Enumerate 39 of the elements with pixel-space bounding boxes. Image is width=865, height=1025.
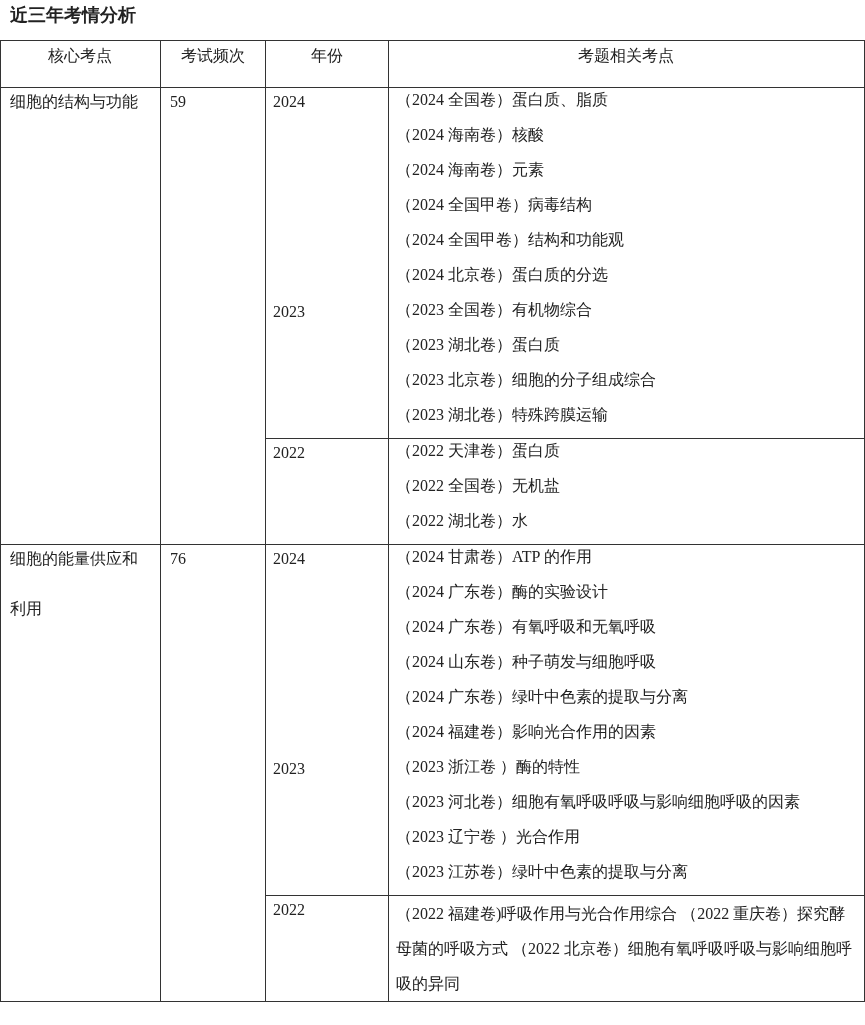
frequency-number: 76	[170, 549, 186, 569]
exam-topic-text: （2024 广东卷）有氧呼吸和无氧呼吸	[396, 617, 656, 637]
exam-topic-text: （2023 北京卷）细胞的分子组成综合	[396, 370, 656, 390]
exam-topic-text: （2024 广东卷）绿叶中色素的提取与分离	[396, 687, 688, 707]
exam-topic-text: （2023 辽宁卷 ）光合作用	[396, 827, 580, 847]
exam-topic-text: （2022 湖北卷）水	[396, 511, 528, 531]
year-text: 2022	[273, 443, 305, 463]
exam-topic-text: （2024 北京卷）蛋白质的分选	[396, 265, 608, 285]
year-text: 2022	[273, 900, 305, 920]
year-text: 2024	[273, 549, 305, 569]
exam-topic-text: （2024 海南卷）元素	[396, 160, 544, 180]
exam-topic-text: （2022 全国卷）无机盐	[396, 476, 560, 496]
table-title: 近三年考情分析	[10, 4, 136, 26]
exam-topic-text: （2023 湖北卷）蛋白质	[396, 335, 560, 355]
exam-topic-text: （2023 江苏卷）绿叶中色素的提取与分离	[396, 862, 688, 882]
exam-topic-text: （2024 全国甲卷）病毒结构	[396, 195, 592, 215]
exam-topic-text: （2023 全国卷）有机物综合	[396, 300, 592, 320]
frequency-number: 59	[170, 92, 186, 112]
year-text: 2023	[273, 759, 305, 779]
year-text: 2024	[273, 92, 305, 112]
exam-topic-text: （2024 全国卷）蛋白质、脂质	[396, 90, 608, 110]
exam-topic-text: （2024 海南卷）核酸	[396, 125, 544, 145]
topic-text: 细胞的结构与功能	[10, 92, 139, 112]
exam-topic-text: （2024 甘肃卷）ATP 的作用	[396, 547, 592, 567]
exam-topic-text: （2024 福建卷）影响光合作用的因素	[396, 722, 656, 742]
exam-topic-text: （2022 福建卷)呼吸作用与光合作用综合 （2022 重庆卷）探究酵母菌的呼吸方式 （2022 北京卷）细胞有氧呼吸呼吸与影响细胞呼吸的异同	[396, 904, 853, 994]
exam-topic-text: （2024 全国甲卷）结构和功能观	[396, 230, 624, 250]
exam-topic-text: （2023 湖北卷）特殊跨膜运输	[396, 405, 608, 425]
exam-topic-text: （2024 山东卷）种子萌发与细胞呼吸	[396, 652, 656, 672]
column-header: 考题相关考点	[577, 46, 675, 66]
exam-topic-text: （2023 河北卷）细胞有氧呼吸呼吸与影响细胞呼吸的因素	[396, 792, 800, 812]
column-header: 年份	[309, 46, 344, 66]
exam-topic-text: （2022 天津卷）蛋白质	[396, 441, 560, 461]
topic-text: 细胞的能量供应和利用	[10, 549, 139, 619]
column-header: 考试频次	[179, 46, 246, 66]
exam-topic-text: （2023 浙江卷 ）酶的特性	[396, 757, 580, 777]
exam-topic-text: （2024 广东卷）酶的实验设计	[396, 582, 608, 602]
year-text: 2023	[273, 302, 305, 322]
column-header: 核心考点	[47, 46, 113, 66]
